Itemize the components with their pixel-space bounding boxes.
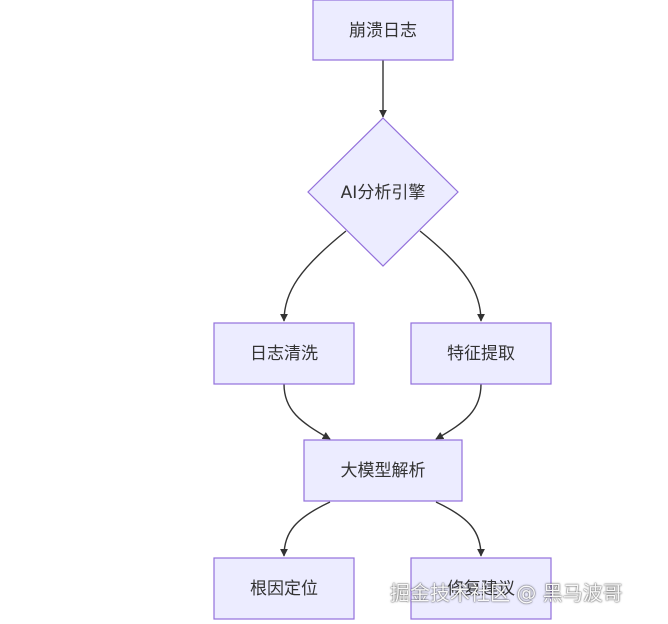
node-root-cause: 根因定位 xyxy=(213,557,355,620)
edge-llm-parsing-to-fix-suggestion xyxy=(435,501,485,557)
edge-feature-extraction-to-llm-parsing xyxy=(435,383,482,440)
edge-log-cleaning-to-llm-parsing xyxy=(283,383,331,440)
watermark: 掘金技术社区 @ 黑马波哥 xyxy=(390,581,623,605)
node-fix-suggestion-label: 修复建议 xyxy=(447,579,515,599)
edge-llm-parsing-to-root-cause xyxy=(280,501,331,557)
node-log-cleaning-label: 日志清洗 xyxy=(250,344,318,364)
node-llm-parsing: 大模型解析 xyxy=(303,439,463,502)
node-root-cause-label: 根因定位 xyxy=(250,579,318,599)
node-fix-suggestion: 修复建议 xyxy=(410,557,552,620)
node-crash-log: 崩溃日志 xyxy=(312,0,454,61)
node-feature-extraction-label: 特征提取 xyxy=(447,344,515,364)
node-ai-engine-label: AI分析引擎 xyxy=(341,183,426,203)
node-feature-extraction: 特征提取 xyxy=(410,322,552,385)
node-ai-engine: AI分析引擎 xyxy=(307,117,459,267)
node-llm-parsing-label: 大模型解析 xyxy=(341,461,426,481)
edge-ai-engine-to-feature-extraction xyxy=(419,230,485,322)
node-log-cleaning: 日志清洗 xyxy=(213,322,355,385)
edge-ai-engine-to-log-cleaning xyxy=(280,230,347,322)
node-crash-log-label: 崩溃日志 xyxy=(349,21,417,41)
